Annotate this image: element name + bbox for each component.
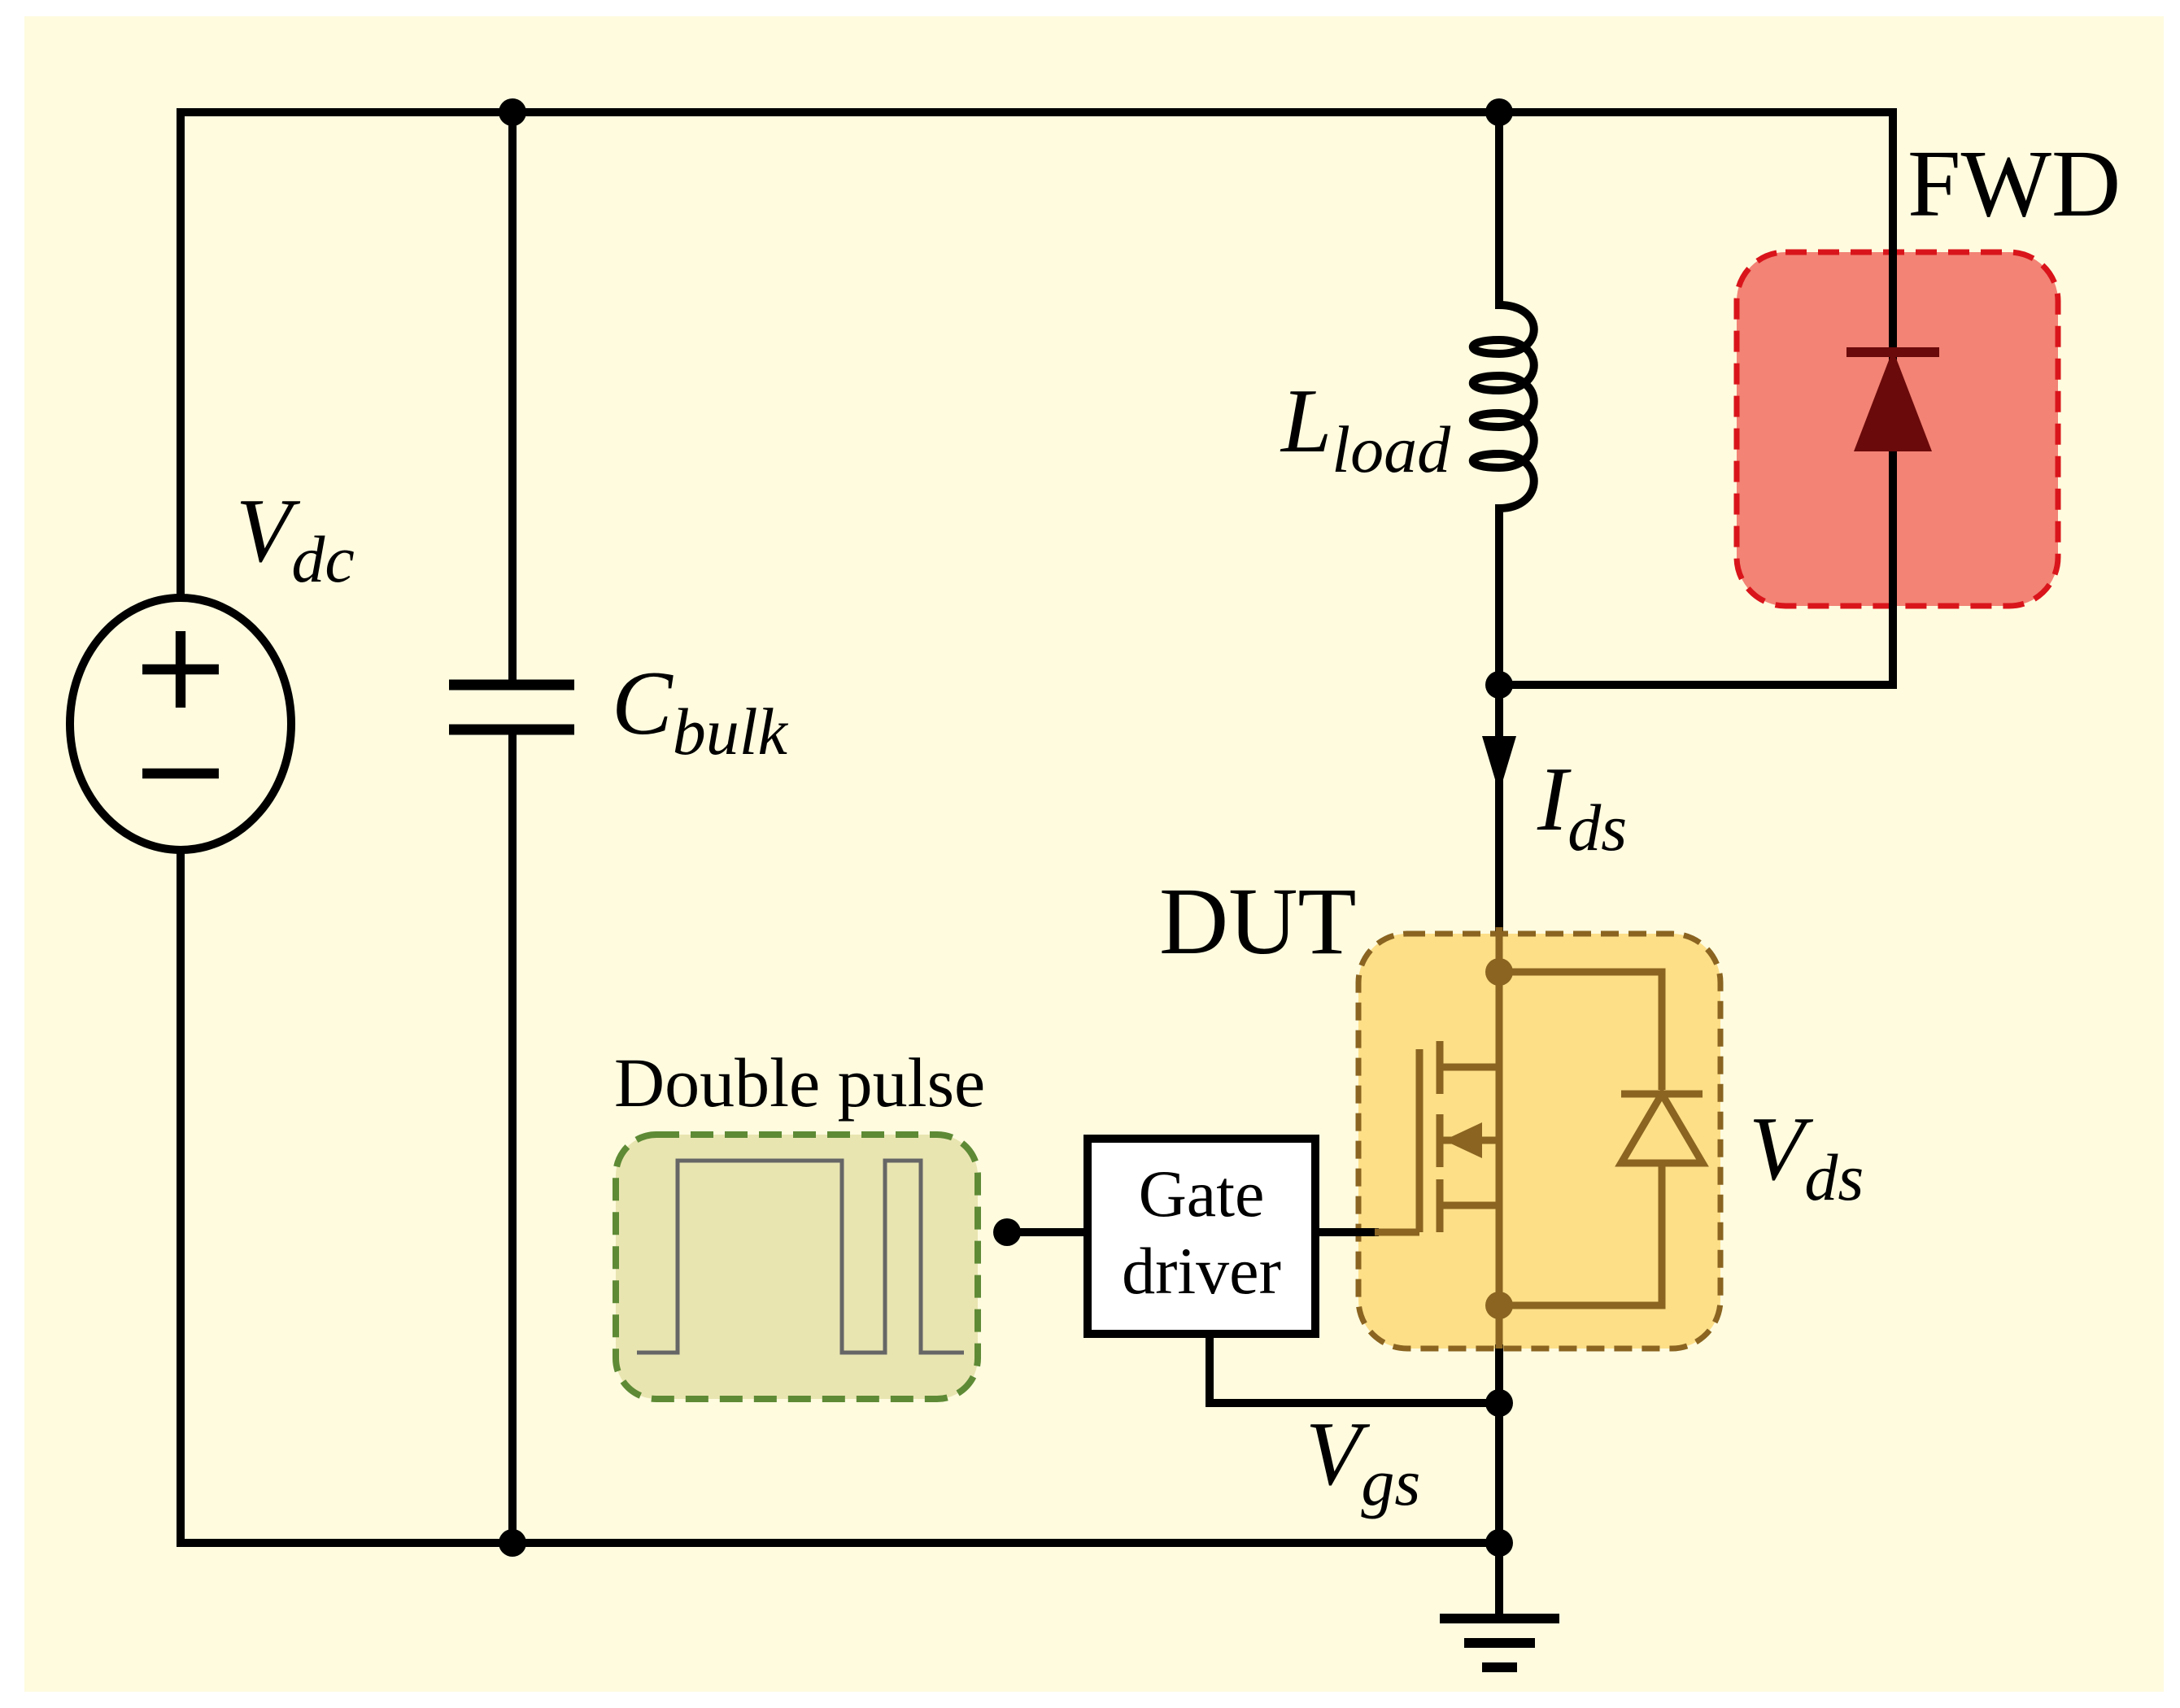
- dut-highlight-box: [1355, 930, 1724, 1352]
- double-pulse-waveform: [637, 1158, 964, 1355]
- gate-driver-box: [1083, 1135, 1319, 1338]
- label-vds-main: V: [1749, 1099, 1814, 1200]
- label-lload-sub: load: [1332, 412, 1451, 486]
- label-lload: Lload: [1280, 371, 1451, 486]
- source-minus-sign: −: [129, 699, 232, 841]
- label-double-pulse: Double pulse: [614, 1044, 985, 1122]
- dut-terminal-dots: [1485, 958, 1513, 1319]
- gate-driver-label-line1: Gate: [1139, 1157, 1265, 1231]
- ground-icon: [1440, 1614, 1559, 1672]
- label-cbulk: Cbulk: [612, 653, 788, 769]
- junction-dots: [499, 98, 1513, 1557]
- label-cbulk-main: C: [612, 653, 674, 754]
- dc-voltage-source: [66, 594, 295, 854]
- label-ids-sub: ds: [1567, 791, 1627, 865]
- gate-driver-label-line2: driver: [1122, 1234, 1281, 1308]
- bulk-capacitor: [449, 679, 574, 735]
- label-cbulk-sub: bulk: [673, 695, 789, 769]
- freewheeling-diode: [1846, 347, 1939, 451]
- label-ids: Ids: [1537, 749, 1627, 865]
- source-plus-sign: +: [129, 595, 232, 737]
- label-vdc: Vdc: [236, 481, 355, 596]
- current-arrow-icon: [1482, 736, 1516, 793]
- double-pulse-box: [613, 1131, 981, 1402]
- label-vds: Vds: [1749, 1099, 1864, 1214]
- label-vgs-main: V: [1306, 1404, 1371, 1505]
- label-vdc-sub: dc: [291, 522, 354, 596]
- label-ids-main: I: [1537, 749, 1572, 850]
- label-fwd: FWD: [1908, 130, 2121, 237]
- label-dut: DUT: [1159, 868, 1357, 974]
- label-vds-sub: ds: [1804, 1140, 1864, 1214]
- mosfet-arrow-icon: [1444, 1122, 1482, 1158]
- label-vdc-main: V: [236, 481, 301, 582]
- label-vgs-sub: gs: [1361, 1445, 1420, 1519]
- load-inductor: [1469, 248, 1538, 521]
- label-vgs: Vgs: [1306, 1404, 1420, 1519]
- circuit-wires: [177, 108, 1897, 1619]
- label-lload-main: L: [1280, 371, 1332, 472]
